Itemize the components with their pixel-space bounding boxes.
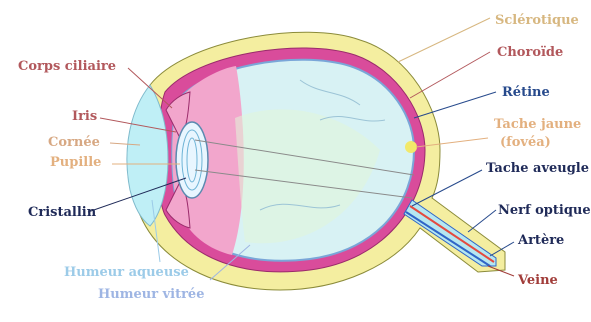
- label-cornee: Cornée: [48, 135, 100, 150]
- leader-choroide: [410, 52, 490, 98]
- label-nerf-optique: Nerf optique: [498, 203, 591, 218]
- label-corps-ciliaire: Corps ciliaire: [18, 59, 116, 74]
- label-humeur-aqueuse: Humeur aqueuse: [64, 265, 189, 280]
- label-tache-jaune: Tache jaune: [494, 117, 581, 132]
- label-artere: Artère: [517, 233, 564, 248]
- label-sclerotique: Sclérotique: [495, 13, 579, 28]
- label-tache-jaune-fovea: (fovéa): [500, 135, 551, 150]
- leader-nerf-optique: [468, 210, 496, 232]
- label-retine: Rétine: [502, 85, 550, 100]
- leader-sclerotique: [398, 18, 490, 62]
- label-humeur-vitree: Humeur vitrée: [98, 287, 204, 302]
- label-choroide: Choroïde: [497, 45, 563, 60]
- label-cristallin: Cristallin: [28, 205, 97, 220]
- label-tache-aveugle: Tache aveugle: [486, 161, 589, 176]
- label-pupille: Pupille: [50, 155, 101, 170]
- label-iris: Iris: [72, 109, 97, 124]
- lens: [176, 122, 208, 198]
- fovea-spot: [405, 141, 417, 153]
- label-veine: Veine: [517, 273, 558, 288]
